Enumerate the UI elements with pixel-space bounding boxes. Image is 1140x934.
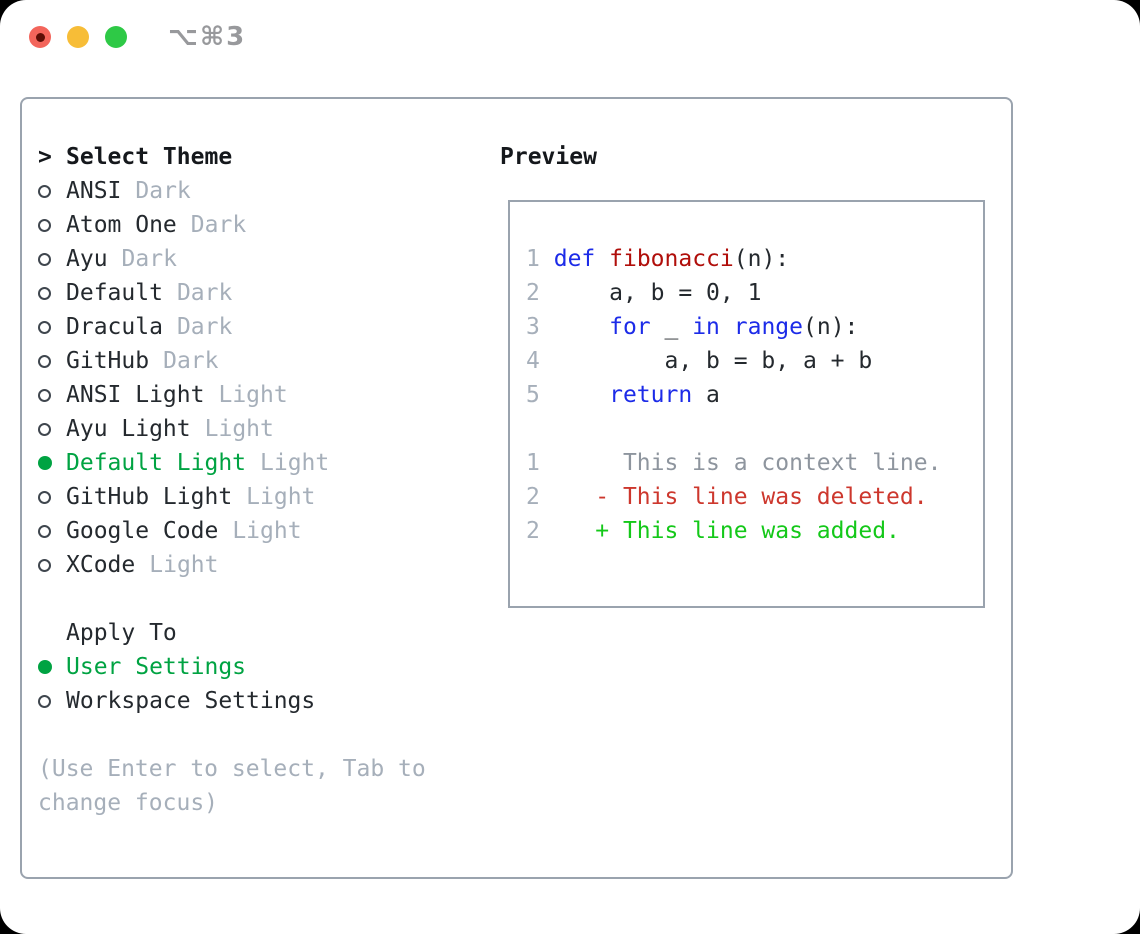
spacer <box>38 718 426 752</box>
option-label: Workspace Settings <box>66 688 316 714</box>
preview-line: 2 + This line was added. <box>526 518 900 544</box>
theme-option-atom-one[interactable]: Atom One Dark <box>38 208 426 242</box>
theme-variant-tag: Light <box>204 416 274 442</box>
preview-line: 5 return a <box>526 382 720 408</box>
theme-variant-tag: Light <box>218 382 288 408</box>
preview-box: 1 def fibonacci(n): 2 a, b = 0, 1 3 for _ … <box>508 200 985 608</box>
radio-icon <box>38 524 66 538</box>
theme-variant-tag: Light <box>232 518 302 544</box>
radio-icon <box>38 218 66 232</box>
option-label: GitHub Light <box>66 484 233 510</box>
apply-option-user-settings[interactable]: User Settings <box>38 650 426 684</box>
option-label: Default <box>66 280 163 306</box>
preview-line: 4 a, b = b, a + b <box>526 348 873 374</box>
option-label: Ayu <box>66 246 108 272</box>
preview-title: Preview <box>500 144 597 170</box>
radio-icon <box>38 320 66 334</box>
help-text-line-1: (Use Enter to select, Tab to <box>38 756 426 782</box>
preview-line <box>526 412 983 446</box>
zoom-button-icon[interactable] <box>105 26 127 48</box>
radio-icon <box>38 490 66 504</box>
theme-option-ayu[interactable]: Ayu Dark <box>38 242 426 276</box>
option-label: ANSI <box>66 178 122 204</box>
radio-selected-icon <box>38 456 66 470</box>
spacer <box>38 582 426 616</box>
prompt-icon: > <box>38 144 52 170</box>
radio-icon <box>38 558 66 572</box>
theme-option-ayu-light[interactable]: Ayu Light Light <box>38 412 426 446</box>
option-label: Atom One <box>66 212 177 238</box>
theme-option-ansi[interactable]: ANSI Dark <box>38 174 426 208</box>
select-theme-header: Select Theme <box>66 144 233 170</box>
window-title: ⌥⌘3 <box>168 22 247 52</box>
theme-option-github[interactable]: GitHub Dark <box>38 344 426 378</box>
preview-line: 1 This is a context line. <box>526 450 942 476</box>
apply-option-workspace-settings[interactable]: Workspace Settings <box>38 684 426 718</box>
option-label: XCode <box>66 552 136 578</box>
minimize-button-icon[interactable] <box>67 26 89 48</box>
radio-icon <box>38 286 66 300</box>
option-label: ANSI Light <box>66 382 205 408</box>
option-label: GitHub <box>66 348 150 374</box>
theme-variant-tag: Dark <box>163 348 219 374</box>
option-label: Default Light <box>66 450 247 476</box>
preview-line: 1 def fibonacci(n): <box>526 246 790 272</box>
theme-variant-tag: Dark <box>176 280 233 306</box>
radio-icon <box>38 388 66 402</box>
theme-variant-tag: Dark <box>176 314 233 340</box>
help-text-line-2: change focus) <box>38 790 219 816</box>
preview-line: 2 - This line was deleted. <box>526 484 928 510</box>
apply-to-header: Apply To <box>66 620 177 646</box>
theme-option-github-light[interactable]: GitHub Light Light <box>38 480 426 514</box>
theme-variant-tag: Light <box>149 552 219 578</box>
theme-option-default-light[interactable]: Default Light Light <box>38 446 426 480</box>
apply-to-header-row: Apply To <box>38 616 426 650</box>
option-label: Dracula <box>66 314 163 340</box>
select-theme-header-row: > Select Theme <box>38 140 426 174</box>
theme-variant-tag: Dark <box>121 246 177 272</box>
theme-variant-tag: Dark <box>135 178 191 204</box>
radio-selected-icon <box>38 660 66 674</box>
theme-option-dracula[interactable]: Dracula Dark <box>38 310 426 344</box>
theme-variant-tag: Dark <box>190 212 247 238</box>
radio-icon <box>38 422 66 436</box>
preview-line: 3 for _ in range(n): <box>526 314 859 340</box>
close-dot-icon <box>35 32 45 42</box>
radio-icon <box>38 694 66 708</box>
radio-icon <box>38 252 66 266</box>
radio-icon <box>38 354 66 368</box>
theme-option-google-code[interactable]: Google Code Light <box>38 514 426 548</box>
titlebar: ⌥⌘3 <box>29 22 246 52</box>
theme-option-xcode[interactable]: XCode Light <box>38 548 426 582</box>
theme-option-default[interactable]: Default Dark <box>38 276 426 310</box>
option-label: User Settings <box>66 654 247 680</box>
option-label: Google Code <box>66 518 219 544</box>
close-button-icon[interactable] <box>29 26 51 48</box>
theme-variant-tag: Light <box>260 450 330 476</box>
theme-option-ansi-light[interactable]: ANSI Light Light <box>38 378 426 412</box>
option-label: Ayu Light <box>66 416 191 442</box>
preview-line: 2 a, b = 0, 1 <box>526 280 762 306</box>
theme-variant-tag: Light <box>246 484 316 510</box>
radio-icon <box>38 184 66 198</box>
